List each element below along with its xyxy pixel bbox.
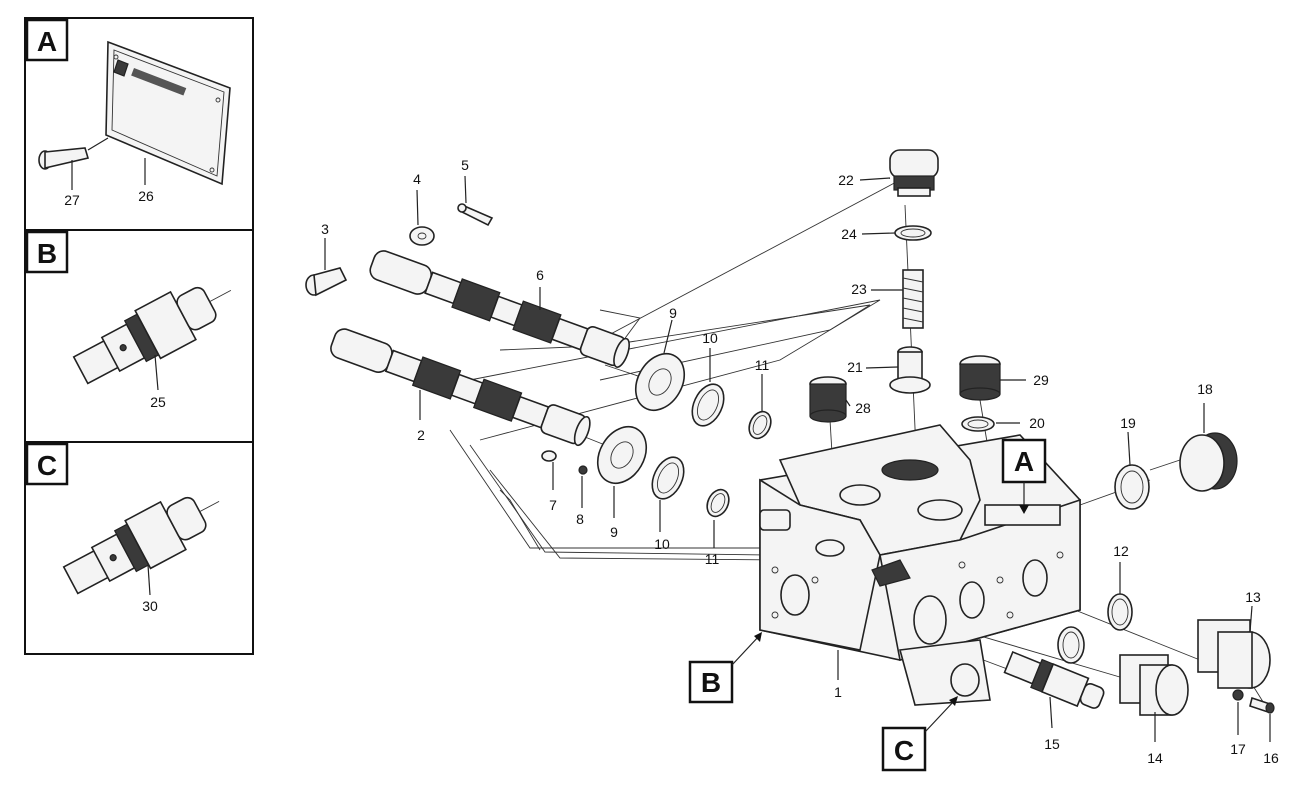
callout-8: 8 (576, 511, 584, 527)
ring-part-10-right (1057, 626, 1085, 664)
ring-part-10-lower (651, 456, 685, 500)
callout-15: 15 (1044, 736, 1060, 752)
callout-11-lower: 11 (705, 551, 720, 567)
callout-25: 25 (150, 394, 166, 410)
callout-3: 3 (321, 221, 329, 237)
screw-part-16 (1249, 696, 1275, 714)
callout-7: 7 (549, 497, 557, 513)
callout-21: 21 (847, 359, 863, 375)
cover-part-13 (1197, 619, 1271, 689)
callout-23: 23 (851, 281, 867, 297)
callout-1: 1 (834, 684, 842, 700)
plug-part-29 (959, 355, 1001, 401)
callout-16: 16 (1263, 750, 1279, 766)
callout-9-upper: 9 (669, 305, 677, 321)
callout-27: 27 (64, 192, 80, 208)
callout-28: 28 (855, 400, 871, 416)
callout-labels: 1 2 3 4 5 6 7 8 9 9 10 10 11 11 12 13 14… (321, 157, 1279, 766)
callout-5: 5 (461, 157, 469, 173)
callout-26: 26 (138, 188, 154, 204)
relief-valve-part-25 (72, 286, 232, 385)
o-ring-part-17 (1232, 689, 1244, 701)
callout-2: 2 (417, 427, 425, 443)
detail-tag-a: A (37, 26, 57, 57)
tag-b-pointer: B (688, 632, 762, 704)
callout-30: 30 (142, 598, 158, 614)
cap-part-18 (1179, 432, 1238, 492)
svg-text:C: C (894, 735, 914, 766)
seal-part-24 (894, 225, 932, 241)
callout-4: 4 (413, 171, 421, 187)
spring-part-23 (902, 269, 924, 329)
ring-part-10-upper (691, 383, 725, 427)
flange-part-9-upper (634, 352, 686, 412)
washer-part-4 (409, 226, 435, 246)
detail-panel-b: B 25 (24, 229, 254, 443)
detail-panel-a: A 27 26 (24, 17, 254, 231)
callout-17: 17 (1230, 741, 1246, 757)
callout-10-lower: 10 (654, 536, 670, 552)
o-ring-part-8 (578, 465, 588, 475)
callout-13: 13 (1245, 589, 1261, 605)
callout-10-upper: 10 (702, 330, 718, 346)
callout-22: 22 (838, 172, 854, 188)
rivet-part (38, 147, 90, 170)
callout-12: 12 (1113, 543, 1129, 559)
assembly-guide-lines (449, 179, 1266, 706)
callout-29: 29 (1033, 372, 1049, 388)
ring-part-12 (1107, 593, 1133, 631)
callout-11-upper: 11 (755, 357, 770, 373)
flange-part-9-lower (596, 425, 648, 485)
tag-a-pointer: A (1001, 438, 1047, 514)
cover-part-14 (1119, 654, 1189, 716)
ring-part-11-upper (748, 410, 772, 440)
tag-c-pointer: C (881, 696, 958, 772)
callout-20: 20 (1029, 415, 1045, 431)
leader-lines (324, 175, 1271, 742)
detail-tag-b: B (37, 238, 57, 269)
callout-18: 18 (1197, 381, 1213, 397)
valve-body-part-1 (759, 424, 1081, 706)
pin-part-3 (305, 267, 348, 297)
cotter-pin-part-5 (457, 203, 494, 227)
ring-part-19 (1114, 464, 1150, 510)
ring-part-11-lower (706, 488, 730, 518)
nameplate-part (105, 40, 231, 186)
plug-part-28 (809, 376, 847, 423)
spool-part-6 (369, 250, 630, 368)
callout-6: 6 (536, 267, 544, 283)
relief-valve-part-30 (62, 496, 220, 595)
poppet-part-21 (889, 346, 931, 394)
plug-part-7 (541, 450, 557, 462)
callout-19: 19 (1120, 415, 1136, 431)
callout-9-lower: 9 (610, 524, 618, 540)
cap-part-22 (889, 149, 939, 197)
callout-24: 24 (841, 226, 857, 242)
spool-part-2 (330, 328, 591, 447)
svg-text:B: B (701, 667, 721, 698)
detail-tag-c: C (37, 450, 57, 481)
svg-text:A: A (1014, 446, 1034, 477)
detail-panel-c: C 30 (24, 441, 254, 655)
seal-part-20 (961, 416, 995, 432)
callout-14: 14 (1147, 750, 1163, 766)
relief-valve-part-15 (1003, 650, 1105, 709)
